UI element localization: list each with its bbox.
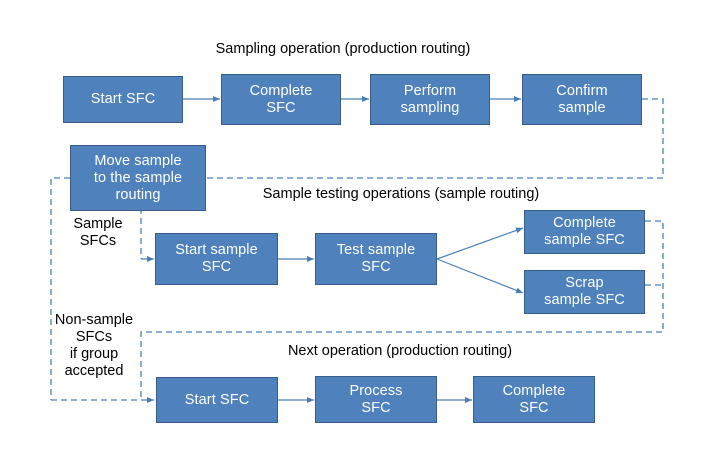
- node-test-sample-sfc[interactable]: Test sample SFC: [315, 233, 437, 285]
- node-perform-sampling[interactable]: Perform sampling: [370, 74, 490, 125]
- node-start-sfc-2[interactable]: Start SFC: [156, 377, 278, 423]
- node-process-sfc[interactable]: Process SFC: [315, 376, 437, 423]
- flow-label-sample-sfcs: Sample SFCs: [73, 216, 123, 249]
- node-start-sfc-1[interactable]: Start SFC: [63, 76, 183, 123]
- node-scrap-sample-sfc[interactable]: Scrap sample SFC: [524, 270, 645, 314]
- node-move-sample-to-sample-routing[interactable]: Move sample to the sample routing: [70, 145, 206, 211]
- node-complete-sfc-2[interactable]: Complete SFC: [473, 376, 595, 423]
- section-title-sample-testing-operations: Sample testing operations (sample routin…: [262, 186, 540, 202]
- section-title-sampling-operation: Sampling operation (production routing): [215, 41, 471, 57]
- connector-testsample-to-completesample: [436, 227, 524, 260]
- node-complete-sfc-1[interactable]: Complete SFC: [221, 74, 341, 125]
- node-complete-sample-sfc[interactable]: Complete sample SFC: [524, 210, 645, 254]
- flow-label-non-sample-sfcs: Non-sample SFCs if group accepted: [54, 312, 134, 379]
- connector-testsample-to-scrapsample: [436, 258, 524, 294]
- node-start-sample-sfc[interactable]: Start sample SFC: [155, 233, 278, 285]
- section-title-next-operation: Next operation (production routing): [287, 343, 513, 359]
- node-confirm-sample[interactable]: Confirm sample: [522, 74, 642, 125]
